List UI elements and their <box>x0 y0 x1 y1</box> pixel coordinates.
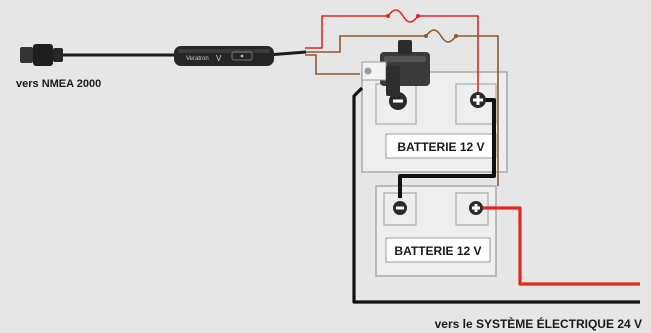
battery-top: BATTERIE 12 V <box>361 71 508 173</box>
nmea-device: Veratron V <box>174 46 274 66</box>
battery-bottom: BATTERIE 12 V <box>375 185 497 277</box>
system-label: vers le SYSTÈME ÉLECTRIQUE 24 V <box>435 316 642 331</box>
brand-logo: Veratron <box>186 56 209 62</box>
battery-top-label: BATTERIE 12 V <box>397 140 484 154</box>
plus-terminal-icon <box>470 92 486 108</box>
plus-terminal-icon-bottom <box>469 201 483 215</box>
negative-output-wire <box>352 86 640 304</box>
nmea-label: vers NMEA 2000 <box>16 78 101 90</box>
brand-symbol: V <box>216 54 222 63</box>
series-link-wire <box>398 98 496 198</box>
fuse-icon-brown <box>424 29 458 43</box>
brown-fused-wire <box>305 35 499 186</box>
positive-output-wire <box>478 206 640 286</box>
battery-sensor <box>361 40 430 96</box>
battery-bottom-label: BATTERIE 12 V <box>394 244 481 258</box>
red-fused-wire <box>305 15 479 96</box>
minus-terminal-icon <box>389 92 407 110</box>
fuse-icon <box>386 9 420 23</box>
nmea-connector-icon <box>20 44 63 66</box>
brown-shunt-wire <box>305 54 360 75</box>
nmea-cable <box>62 50 307 57</box>
minus-terminal-icon-bottom <box>393 201 407 215</box>
